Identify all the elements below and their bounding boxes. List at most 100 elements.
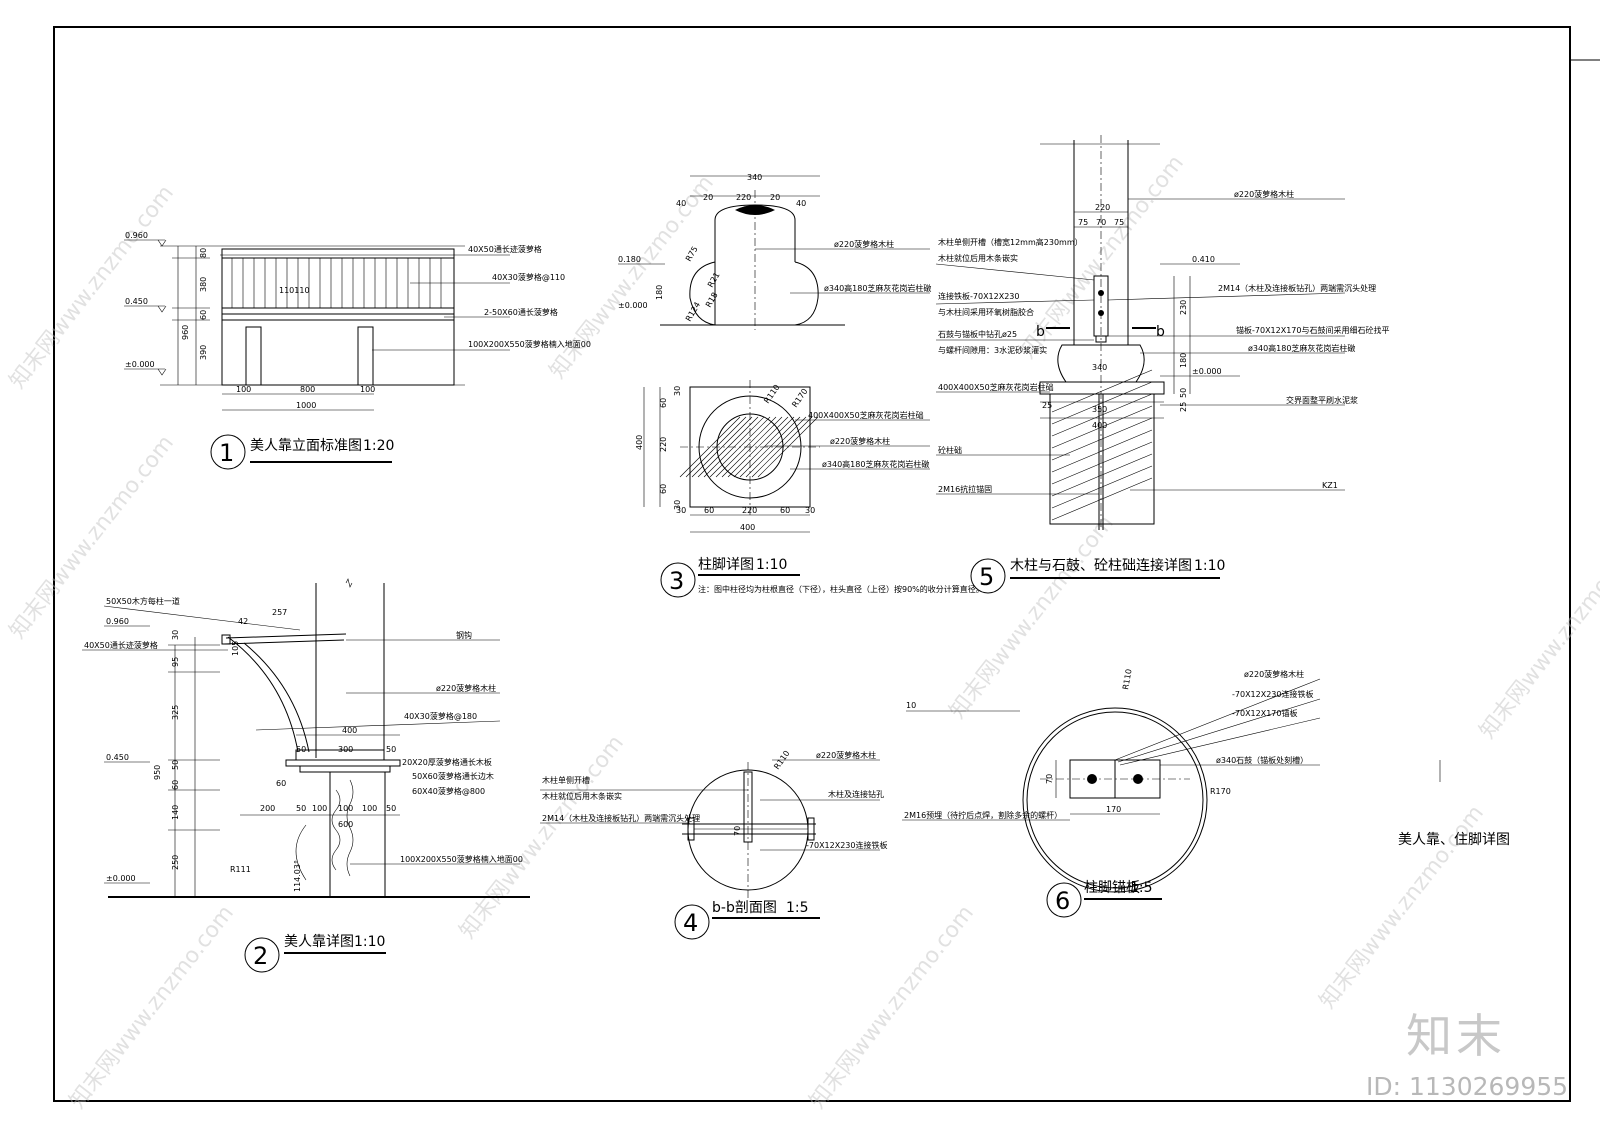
watermark-text: 知末网www.znzmo.com [805,901,979,1114]
dim-label: 60 [780,506,790,515]
dim-label: 400 [740,523,755,532]
dim-label: 380 [199,277,208,292]
note-label: 40X50通长迹菠萝格 [468,244,542,254]
detail-number: 2 [253,942,268,970]
dim-label: 400 [342,726,357,735]
dim-label: 50 [296,745,306,754]
note-label: 40X30菠萝格@110 [492,272,565,282]
dim-label: 30 [676,506,686,515]
dim-label: 105 [231,641,240,656]
note-label: 2M14（木柱及连接板钻孔）两端需沉头处理 [542,813,700,823]
note-label: 砼柱础 [938,445,962,455]
dim-label: 960 [181,325,190,340]
note-label: 2-50X60通长菠萝格 [484,307,558,317]
dim-label: 180 [1179,353,1188,368]
dim-label: 60 [171,780,180,790]
dim-label: R110 [762,383,781,405]
dim-label: R170 [1210,787,1231,796]
note-label: ø220菠萝格木柱 [830,436,890,446]
note-label: 40X30菠萝格@180 [404,711,477,721]
dim-label: 1000 [296,401,316,410]
dim-label: 95 [171,657,180,667]
dim-label: 70 [1045,774,1054,784]
dim-label: 600 [338,820,353,829]
dim-label: 220 [742,506,757,515]
dim-label: 30 [673,500,682,510]
dim-label: 10 [906,701,916,710]
note-label: 木柱就位后用木条嵌实 [542,791,622,801]
section-mark: b [1036,324,1045,340]
dim-label: 200 [260,804,275,813]
detail-4-bb-section: R110 70 ø220菠萝格木柱 木柱单侧开槽 木柱就位后用木条嵌实 2M14… [540,749,887,940]
note-label: 50X50木方每柱一道 [106,596,180,606]
note-label: 与木柱间采用环氧树脂胶合 [938,307,1034,317]
note-label: -70X12X230连接铁板 [806,840,887,850]
note-label: 钢钩 [456,630,472,640]
note-label: ø340石鼓（锚板处刻槽） [1216,755,1308,765]
dim-label: 340 [747,173,762,182]
dim-label: 220 [1095,203,1110,212]
level-label: 0.450 [125,297,148,306]
level-label: ±0.000 [618,301,648,310]
detail-title: 美人靠详图 [284,934,354,950]
dim-label: 70 [733,826,742,836]
note-label: 400X400X50芝麻灰花岗岩柱础 [938,382,1054,392]
dim-label: R124 [684,300,702,323]
dim-label: 75 [1114,218,1124,227]
note-label: 400X400X50芝麻灰花岗岩柱础 [808,410,924,420]
dim-label: R110 [1121,668,1133,690]
dim-label: 100 [236,385,251,394]
level-label: 0.960 [106,617,129,626]
note-label: 木柱单侧开槽 [542,775,590,785]
note-label: ø220菠萝格木柱 [816,750,876,760]
dim-label: 60 [659,484,668,494]
detail-5-connection: 220 75 70 75 230 180 25 50 340 25 350 40… [935,135,1389,594]
dim-label: 30 [171,630,180,640]
note-label: 2M16预埋（待拧后点焊，割除多余的螺杆） [904,810,1062,820]
detail-scale: 1:10 [756,557,787,573]
note-label: 50X60菠萝格通长边木 [412,771,494,781]
watermark-text: 知末网www.znzmo.com [65,901,239,1114]
note-label: 100X200X550菠萝格楠入地面00 [400,854,523,864]
dim-label: 180 [655,285,664,300]
note-label: ø340高180芝麻灰花岗岩柱礅 [824,283,931,293]
dim-label: 110110 [279,286,310,295]
dim-label: 400 [1092,421,1107,430]
dim-label: 220 [659,437,668,452]
dim-label: 350 [1092,405,1107,414]
watermark-layer: 知末网www.znzmo.com 知末网www.znzmo.com 知末网www… [5,151,1600,1114]
note-label: 2M16抗拉锚固 [938,484,992,494]
dim-label: 390 [199,345,208,360]
dim-label: 230 [1179,300,1188,315]
detail-number-circle [244,937,280,973]
detail-title: 美人靠立面标准图 [250,438,362,454]
note-label: ø220菠萝格木柱 [1244,669,1304,679]
detail-number: 5 [979,563,994,591]
detail-scale: 1:20 [363,438,394,454]
dim-label: 50 [171,760,180,770]
detail-scale: 1:5 [786,900,809,916]
sheet-title: 美人靠、住脚详图 [1398,832,1510,848]
dim-label: 40 [676,199,686,208]
dim-label: 60 [276,779,286,788]
detail-number-circle [1046,882,1082,918]
note-label: 石鼓与锚板中钻孔ø25 [938,329,1017,339]
dim-label: 170 [1106,805,1121,814]
brand-logo: 知末 [1406,1009,1506,1063]
note-label: ø340高180芝麻灰花岗岩柱礅 [822,459,929,469]
dim-label: 30 [673,386,682,396]
detail-3-column-foot: 340 20 220 20 40 40 0.180 180 ±0.000 R75… [618,173,984,598]
dim-label: 60 [659,398,668,408]
dim-label: 50 [386,804,396,813]
dim-label: 340 [1092,363,1107,372]
watermark-text: 知末网www.znzmo.com [945,511,1119,724]
note-label: -70X12X230连接铁板 [1232,689,1313,699]
dim-label: 80 [199,248,208,258]
detail-title: b-b剖面图 [712,900,777,916]
note-label: 锚板-70X12X170与石鼓间采用细石砼找平 [1236,325,1389,335]
detail-title: 柱脚锚板 [1084,880,1140,896]
dim-label: 257 [272,608,287,617]
level-label: ±0.000 [106,874,136,883]
dim-label: 220 [736,193,751,202]
detail-6-anchor-plate: 10 R110 R170 70 170 ø220菠萝格木柱 -70X12X230… [902,668,1441,918]
